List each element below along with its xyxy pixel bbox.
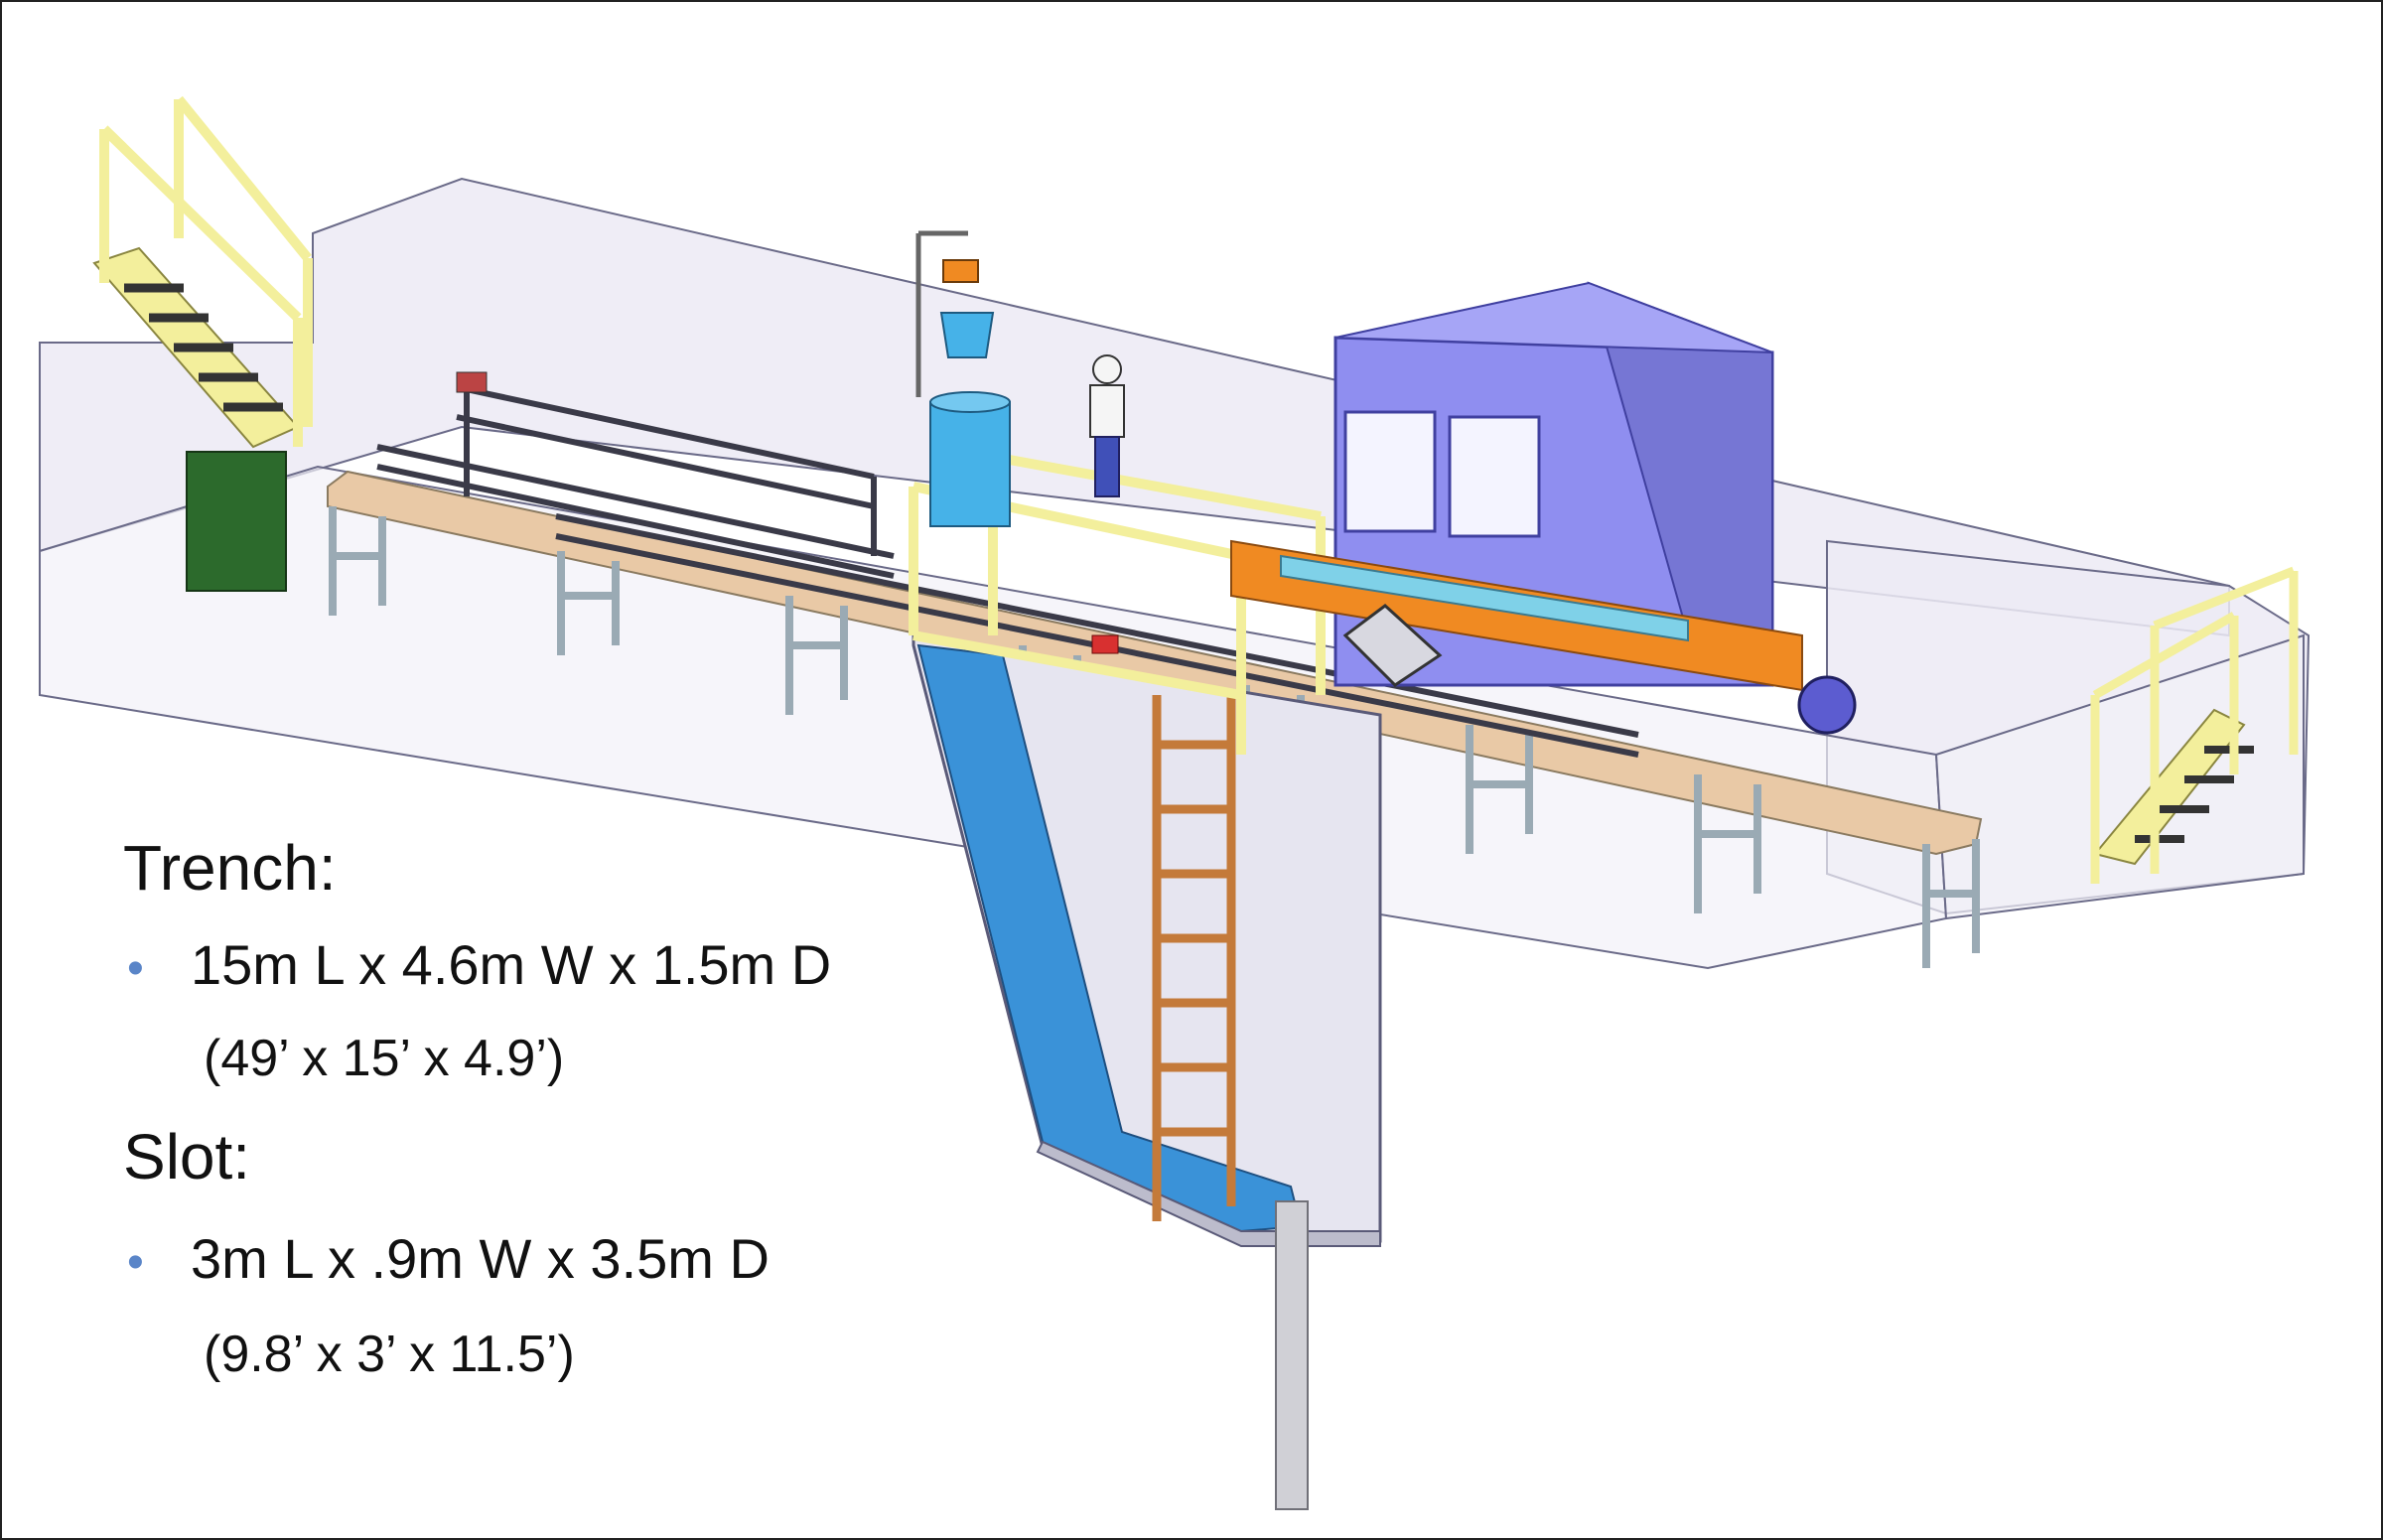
bullet-icon: •: [127, 942, 144, 996]
drill-pipe: [1280, 554, 1689, 642]
bullet-icon: •: [127, 1236, 144, 1290]
trench-spec: Trench:: [123, 836, 337, 900]
rotary-head: [1797, 675, 1857, 735]
clamp-assembly: [1342, 604, 1443, 687]
drill-rod-racks: [376, 384, 1639, 758]
trench-dims-row: •15m L x 4.6m W x 1.5m D: [127, 937, 831, 993]
green-cabinet: [186, 451, 287, 592]
trench-dims-metric: 15m L x 4.6m W x 1.5m D: [191, 933, 832, 996]
trench-imperial-row: (49’ x 15’ x 4.9’): [204, 1033, 564, 1084]
red-marker: [1091, 634, 1119, 654]
slot-ladder: [1152, 695, 1236, 1221]
slot-title: Slot:: [123, 1121, 251, 1192]
right-stairs: [2090, 566, 2299, 884]
trench-dims-imperial: (49’ x 15’ x 4.9’): [204, 1030, 565, 1087]
control-booth: [1333, 281, 1774, 687]
slot-dims-row: •3m L x .9m W x 3.5m D: [127, 1231, 770, 1287]
slot-spec: Slot:: [123, 1125, 250, 1189]
slot-dims-imperial: (9.8’ x 3’ x 11.5’): [204, 1326, 575, 1383]
drill-casing-pipe: [1275, 1200, 1309, 1510]
trench-title: Trench:: [123, 832, 337, 904]
slot-imperial-row: (9.8’ x 3’ x 11.5’): [204, 1329, 575, 1380]
slot-dims-metric: 3m L x .9m W x 3.5m D: [191, 1227, 770, 1290]
water-tank: [929, 391, 1011, 527]
slot-pit: [911, 633, 1382, 1510]
operator-figure: [1089, 354, 1125, 497]
left-stairs: [92, 95, 313, 449]
hanging-bucket: [915, 230, 995, 397]
